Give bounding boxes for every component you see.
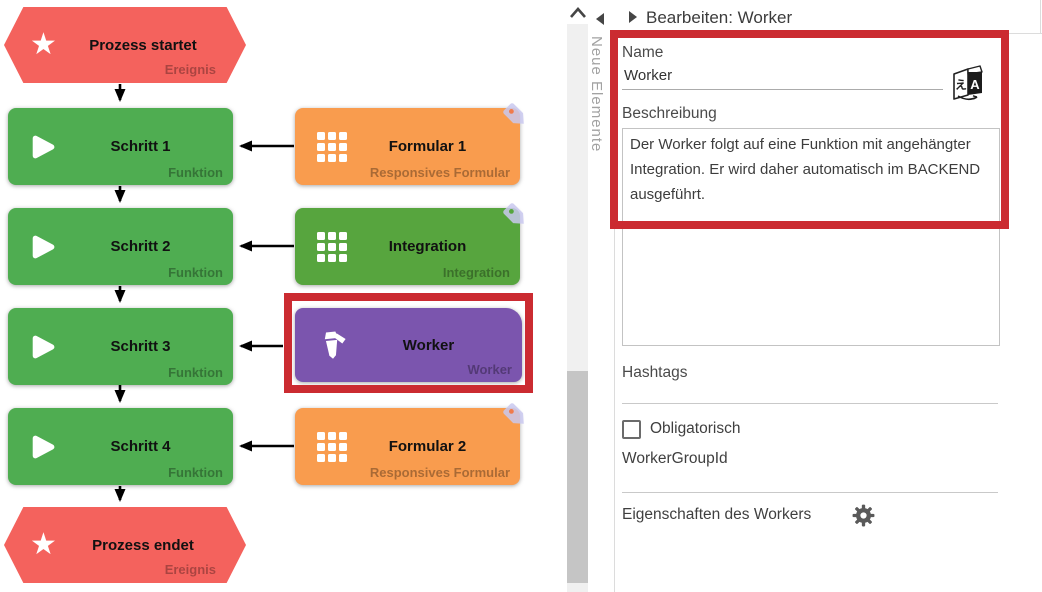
panel-title: Bearbeiten: Worker: [646, 8, 793, 27]
expand-section-icon[interactable]: [629, 11, 637, 23]
process-diagram-canvas[interactable]: ★ Prozess startet Ereignis Schritt 1 Fun…: [0, 0, 560, 592]
node-title: Schritt 3: [110, 338, 171, 355]
grid-icon: [317, 430, 349, 464]
node-title: Formular 1: [388, 138, 467, 155]
node-type-label: Funktion: [168, 265, 223, 280]
node-type-label: Worker: [467, 362, 512, 377]
tie-icon: [317, 328, 349, 362]
play-icon: [30, 330, 62, 364]
svg-text:A: A: [970, 77, 980, 92]
description-label: Beschreibung: [622, 105, 717, 122]
svg-text:え: え: [955, 78, 967, 92]
hashtags-input[interactable]: [622, 403, 998, 404]
flow-node-schritt-1[interactable]: Schritt 1 Funktion: [8, 108, 233, 185]
obligatorisch-checkbox[interactable]: [622, 420, 641, 439]
gear-icon[interactable]: [851, 503, 876, 528]
panel-divider: [614, 33, 615, 592]
flow-node-formular-2[interactable]: Formular 2 Responsives Formular: [295, 408, 520, 485]
node-title: Schritt 2: [110, 238, 171, 255]
collapse-panel-icon[interactable]: [596, 13, 604, 25]
connector-arrows: [114, 84, 294, 502]
node-title: Schritt 4: [110, 438, 171, 455]
grid-icon: [317, 130, 349, 164]
vertical-scrollbar-thumb[interactable]: [567, 371, 588, 583]
node-type-label: Funktion: [168, 465, 223, 480]
node-type-label: Responsives Formular: [369, 465, 510, 480]
flow-node-prozess-startet[interactable]: ★ Prozess startet Ereignis: [4, 7, 246, 83]
hashtags-label: Hashtags: [622, 364, 688, 381]
node-type-label: Funktion: [168, 165, 223, 180]
grid-icon: [317, 230, 349, 264]
node-title: Prozess startet: [89, 36, 197, 54]
flow-node-integration[interactable]: Integration Integration: [295, 208, 520, 285]
play-icon: [30, 430, 62, 464]
play-icon: [30, 130, 62, 164]
description-textarea[interactable]: Der Worker folgt auf eine Funktion mit a…: [622, 128, 1000, 346]
flow-node-schritt-3[interactable]: Schritt 3 Funktion: [8, 308, 233, 385]
star-icon: ★: [30, 528, 57, 561]
workergroupid-label: WorkerGroupId: [622, 450, 728, 467]
panel-header-divider: [614, 33, 1042, 34]
node-title: Integration: [388, 238, 467, 255]
scroll-up-icon[interactable]: [568, 5, 588, 21]
panel-edge-line: [1040, 0, 1041, 33]
flow-node-worker[interactable]: Worker Worker: [295, 308, 522, 382]
name-label: Name: [622, 44, 664, 61]
node-title: Worker: [402, 336, 455, 354]
flow-node-prozess-endet[interactable]: ★ Prozess endet Ereignis: [4, 507, 246, 583]
node-type-label: Funktion: [168, 365, 223, 380]
translate-icon[interactable]: A え: [949, 63, 987, 101]
node-type-label: Responsives Formular: [369, 165, 510, 180]
node-title: Formular 2: [388, 438, 467, 455]
collapsed-palette-neue-elemente[interactable]: Neue Elemente: [588, 36, 605, 153]
flow-node-schritt-4[interactable]: Schritt 4 Funktion: [8, 408, 233, 485]
node-type-label: Ereignis: [164, 62, 216, 77]
star-icon: ★: [30, 28, 57, 61]
name-input[interactable]: [622, 64, 943, 90]
workergroupid-input[interactable]: [622, 492, 998, 493]
play-icon: [30, 230, 62, 264]
obligatorisch-label: Obligatorisch: [650, 420, 741, 437]
node-type-label: Ereignis: [164, 562, 216, 577]
flow-node-schritt-2[interactable]: Schritt 2 Funktion: [8, 208, 233, 285]
node-type-label: Integration: [442, 265, 510, 280]
flow-node-formular-1[interactable]: Formular 1 Responsives Formular: [295, 108, 520, 185]
node-title: Schritt 1: [110, 138, 171, 155]
worker-properties-label: Eigenschaften des Workers: [622, 506, 812, 523]
node-title: Prozess endet: [92, 536, 194, 554]
